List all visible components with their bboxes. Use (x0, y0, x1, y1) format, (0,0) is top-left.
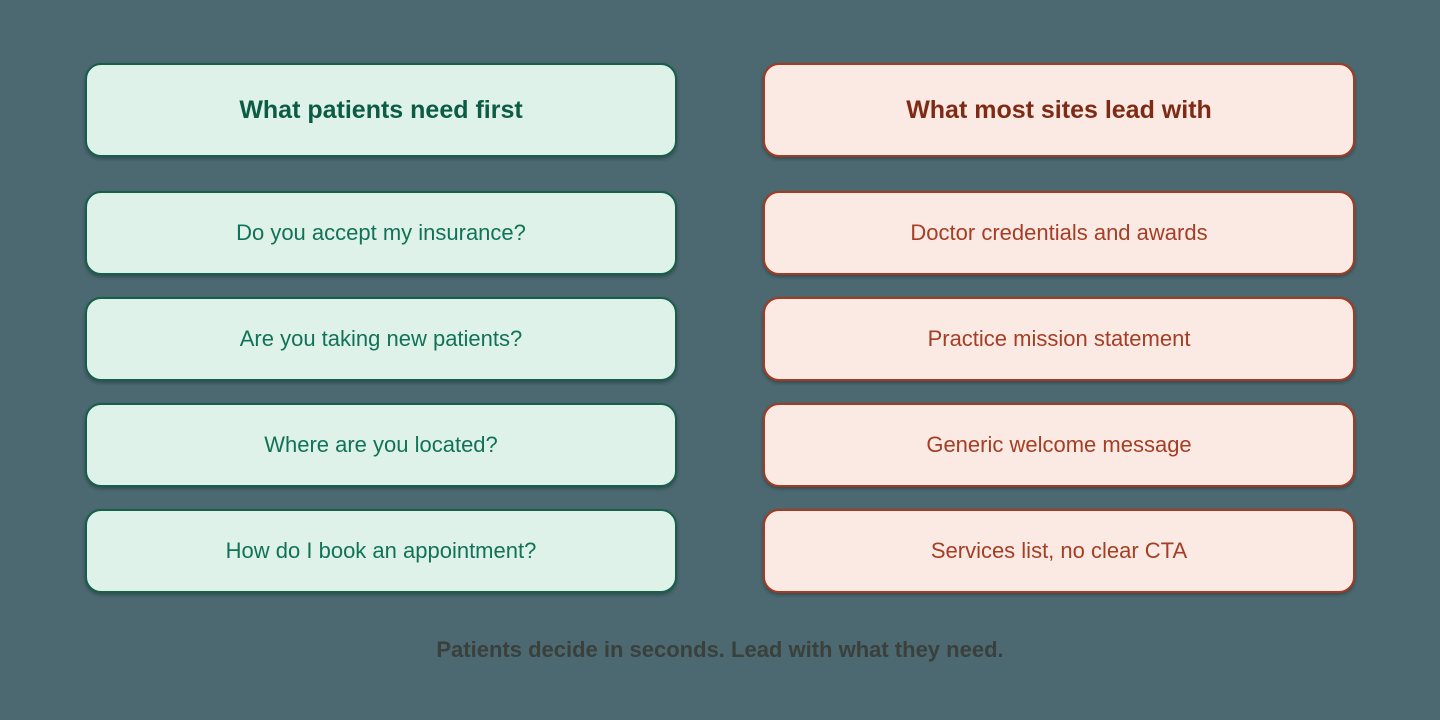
sites-lead-item-label: Practice mission statement (927, 326, 1191, 351)
patients-need-item-card: Where are you located? (85, 403, 677, 487)
patients-need-item-card: How do I book an appointment? (85, 509, 677, 593)
patients-need-item-card: Do you accept my insurance? (85, 191, 677, 275)
patients-need-header-card: What patients need first (85, 63, 677, 157)
patients-need-item-card: Are you taking new patients? (85, 297, 677, 381)
sites-lead-item-label: Services list, no clear CTA (930, 538, 1188, 563)
patients-need-item-label: Do you accept my insurance? (236, 220, 526, 245)
patients-need-header-label: What patients need first (239, 95, 523, 124)
sites-lead-item-card: Generic welcome message (763, 403, 1355, 487)
column-most-sites-lead-with: What most sites lead with Doctor credent… (763, 63, 1355, 593)
comparison-board: What patients need first Do you accept m… (85, 63, 1355, 593)
patients-need-item-label: Are you taking new patients? (239, 326, 523, 351)
column-patients-need-first: What patients need first Do you accept m… (85, 63, 677, 593)
sites-lead-item-card: Services list, no clear CTA (763, 509, 1355, 593)
patients-need-item-label: Where are you located? (264, 432, 498, 457)
sites-lead-header-label: What most sites lead with (906, 95, 1212, 124)
caption-text: Patients decide in seconds. Lead with wh… (436, 637, 1004, 662)
sites-lead-item-card: Practice mission statement (763, 297, 1355, 381)
sites-lead-item-label: Doctor credentials and awards (910, 220, 1208, 245)
sites-lead-item-label: Generic welcome message (926, 432, 1192, 457)
sites-lead-item-card: Doctor credentials and awards (763, 191, 1355, 275)
sites-lead-header-card: What most sites lead with (763, 63, 1355, 157)
patients-need-item-label: How do I book an appointment? (225, 538, 537, 563)
